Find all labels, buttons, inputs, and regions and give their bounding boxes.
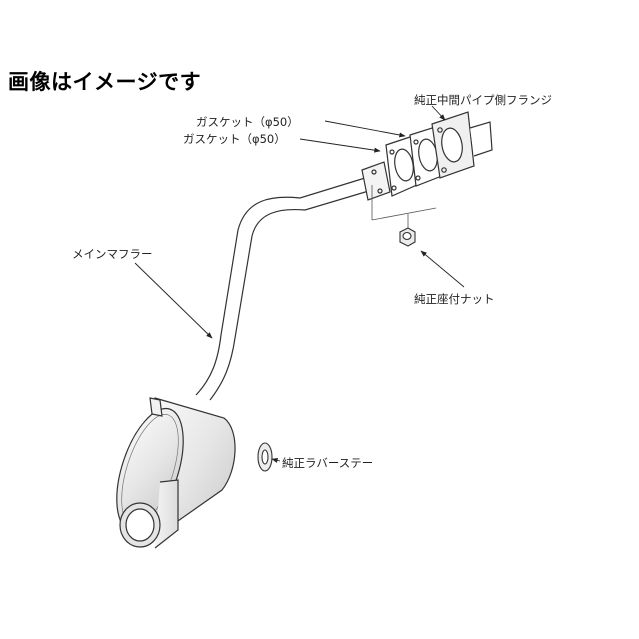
- leader-lines: [134, 105, 465, 463]
- muffler: [116, 397, 236, 549]
- arrow-rubber-stay: [271, 457, 281, 463]
- label-rubber-stay: 純正ラバーステー: [282, 456, 374, 470]
- genuine-flange: [431, 111, 493, 179]
- label-flange: 純正中間パイプ側フランジ: [414, 93, 552, 107]
- arrow-flange: [431, 105, 446, 121]
- image-notice-heading: 画像はイメージです: [8, 70, 202, 94]
- arrow-gasket-1: [324, 120, 406, 138]
- main-pipe: [195, 177, 373, 401]
- nut-icon: [399, 227, 416, 247]
- label-gasket-1: ガスケット（φ50）: [196, 115, 299, 129]
- inlet-flange: [361, 161, 391, 201]
- label-nut: 純正座付ナット: [414, 292, 495, 306]
- label-gasket-2: ガスケット（φ50）: [183, 132, 286, 146]
- arrow-nut: [420, 250, 465, 288]
- rubber-stay-icon: [257, 442, 273, 472]
- arrow-main-muffler: [134, 262, 213, 339]
- label-main-muffler: メインマフラー: [72, 247, 153, 261]
- arrow-gasket-2: [299, 138, 381, 153]
